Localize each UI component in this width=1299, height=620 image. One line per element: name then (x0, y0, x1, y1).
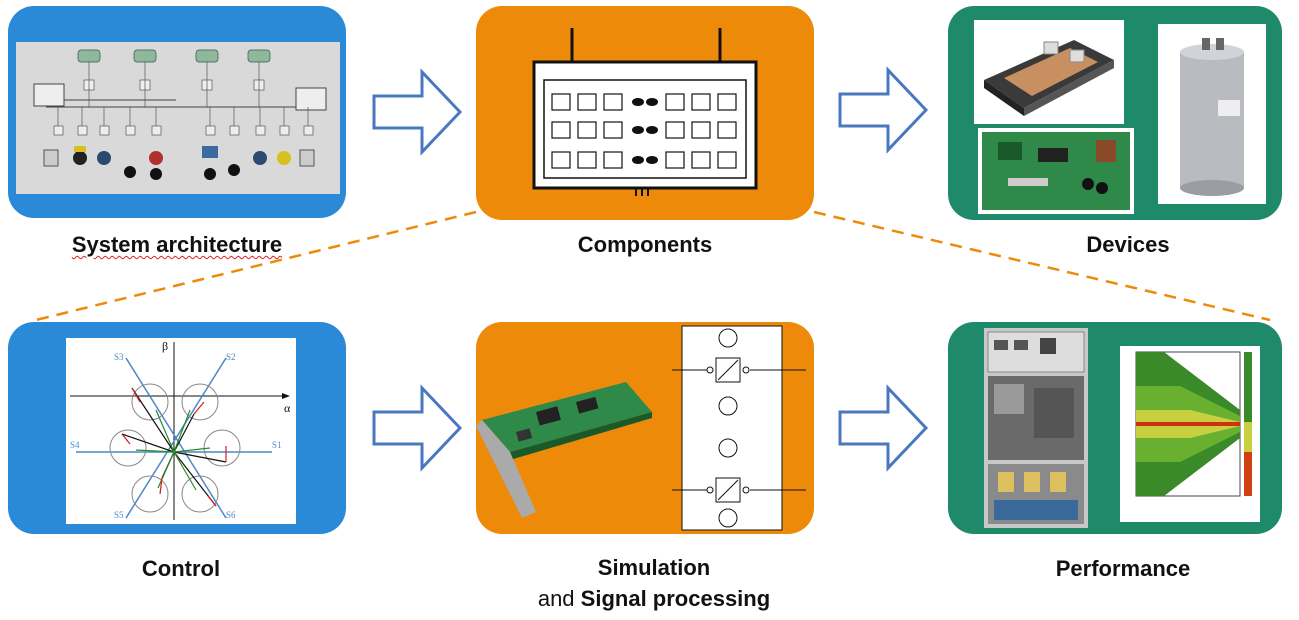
flow-arrow-1 (372, 68, 464, 156)
alpha-axis-label: α (284, 401, 291, 415)
igbt-module-photo (974, 20, 1124, 124)
signal-flow-diagram (672, 325, 806, 531)
flow-arrow-4 (838, 384, 930, 472)
s2-label: S2 (226, 352, 236, 362)
caption-simulation: Simulation and Signal processing (476, 552, 832, 614)
and-label: and (537, 586, 575, 611)
simulation-panel (476, 322, 814, 534)
control-panel: β α S3 S2 S4 S1 S5 S6 (8, 322, 346, 534)
caption-control: Control (8, 556, 354, 582)
flow-arrow-2 (838, 66, 930, 154)
s5-label: S5 (114, 510, 124, 520)
caption-devices: Devices (948, 232, 1299, 258)
caption-performance: Performance (948, 556, 1298, 582)
caption-components: Components (476, 232, 814, 258)
space-vector-diagram: β α S3 S2 S4 S1 S5 S6 (66, 338, 296, 524)
flow-arrow-3 (372, 384, 464, 472)
performance-panel (948, 322, 1282, 534)
converter-components-schematic (532, 28, 758, 196)
caption-system-architecture: System architecture (28, 232, 326, 258)
s4-label: S4 (70, 440, 80, 450)
s3-label: S3 (114, 352, 124, 362)
devices-panel (948, 6, 1282, 220)
s1-label: S1 (272, 440, 282, 450)
efficiency-map-plot (1120, 346, 1260, 522)
performance-label: Performance (1055, 556, 1191, 581)
dsp-board-photo (476, 382, 652, 518)
s6-label: S6 (226, 510, 236, 520)
signal-processing-label: Signal processing (580, 586, 771, 611)
capacitor-photo (1158, 24, 1266, 204)
system-architecture-panel (8, 6, 346, 218)
control-label: Control (141, 556, 221, 581)
system-architecture-label: System architecture (71, 232, 283, 257)
beta-axis-label: β (162, 339, 168, 353)
system-architecture-image (16, 42, 340, 194)
driver-board-photo (978, 128, 1134, 214)
simulation-label: Simulation (597, 555, 711, 580)
devices-label: Devices (1086, 232, 1170, 257)
components-panel (476, 6, 814, 220)
test-cabinet-photo (984, 328, 1088, 528)
components-label: Components (577, 232, 713, 257)
